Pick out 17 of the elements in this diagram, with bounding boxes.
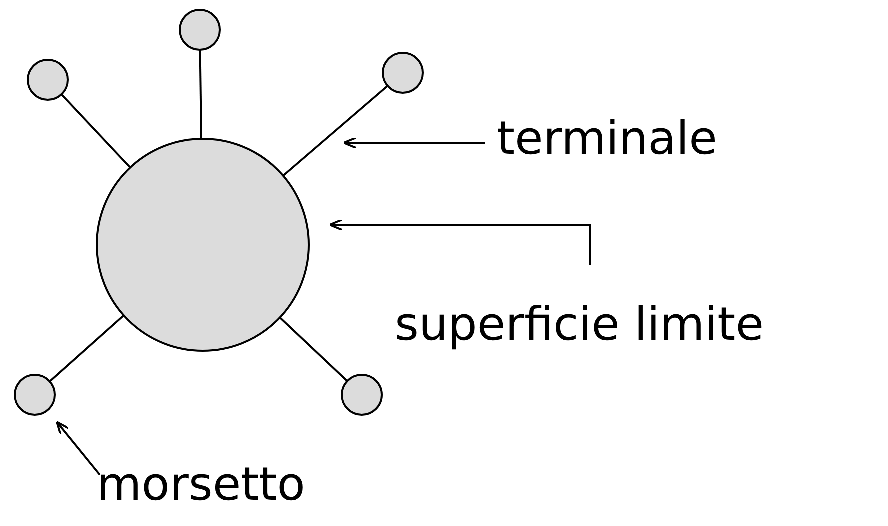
terminal-circle xyxy=(341,374,383,416)
component-circle xyxy=(96,138,310,352)
terminal-circle xyxy=(27,59,69,101)
leader-arrow xyxy=(56,421,101,476)
callout-label: superficie limite xyxy=(395,298,764,350)
terminal-wire xyxy=(199,50,203,140)
terminal-wire xyxy=(49,314,125,382)
terminal-circle xyxy=(14,374,56,416)
terminal-circle xyxy=(382,52,424,94)
leader-arrow xyxy=(343,137,485,149)
terminal-wire xyxy=(282,85,388,177)
terminal-wire xyxy=(60,94,132,168)
terminal-circle xyxy=(179,9,221,51)
terminal-wire xyxy=(279,317,348,382)
leader-arrow xyxy=(329,219,591,265)
callout-label: morsetto xyxy=(97,458,306,510)
callout-label: terminale xyxy=(497,112,718,164)
